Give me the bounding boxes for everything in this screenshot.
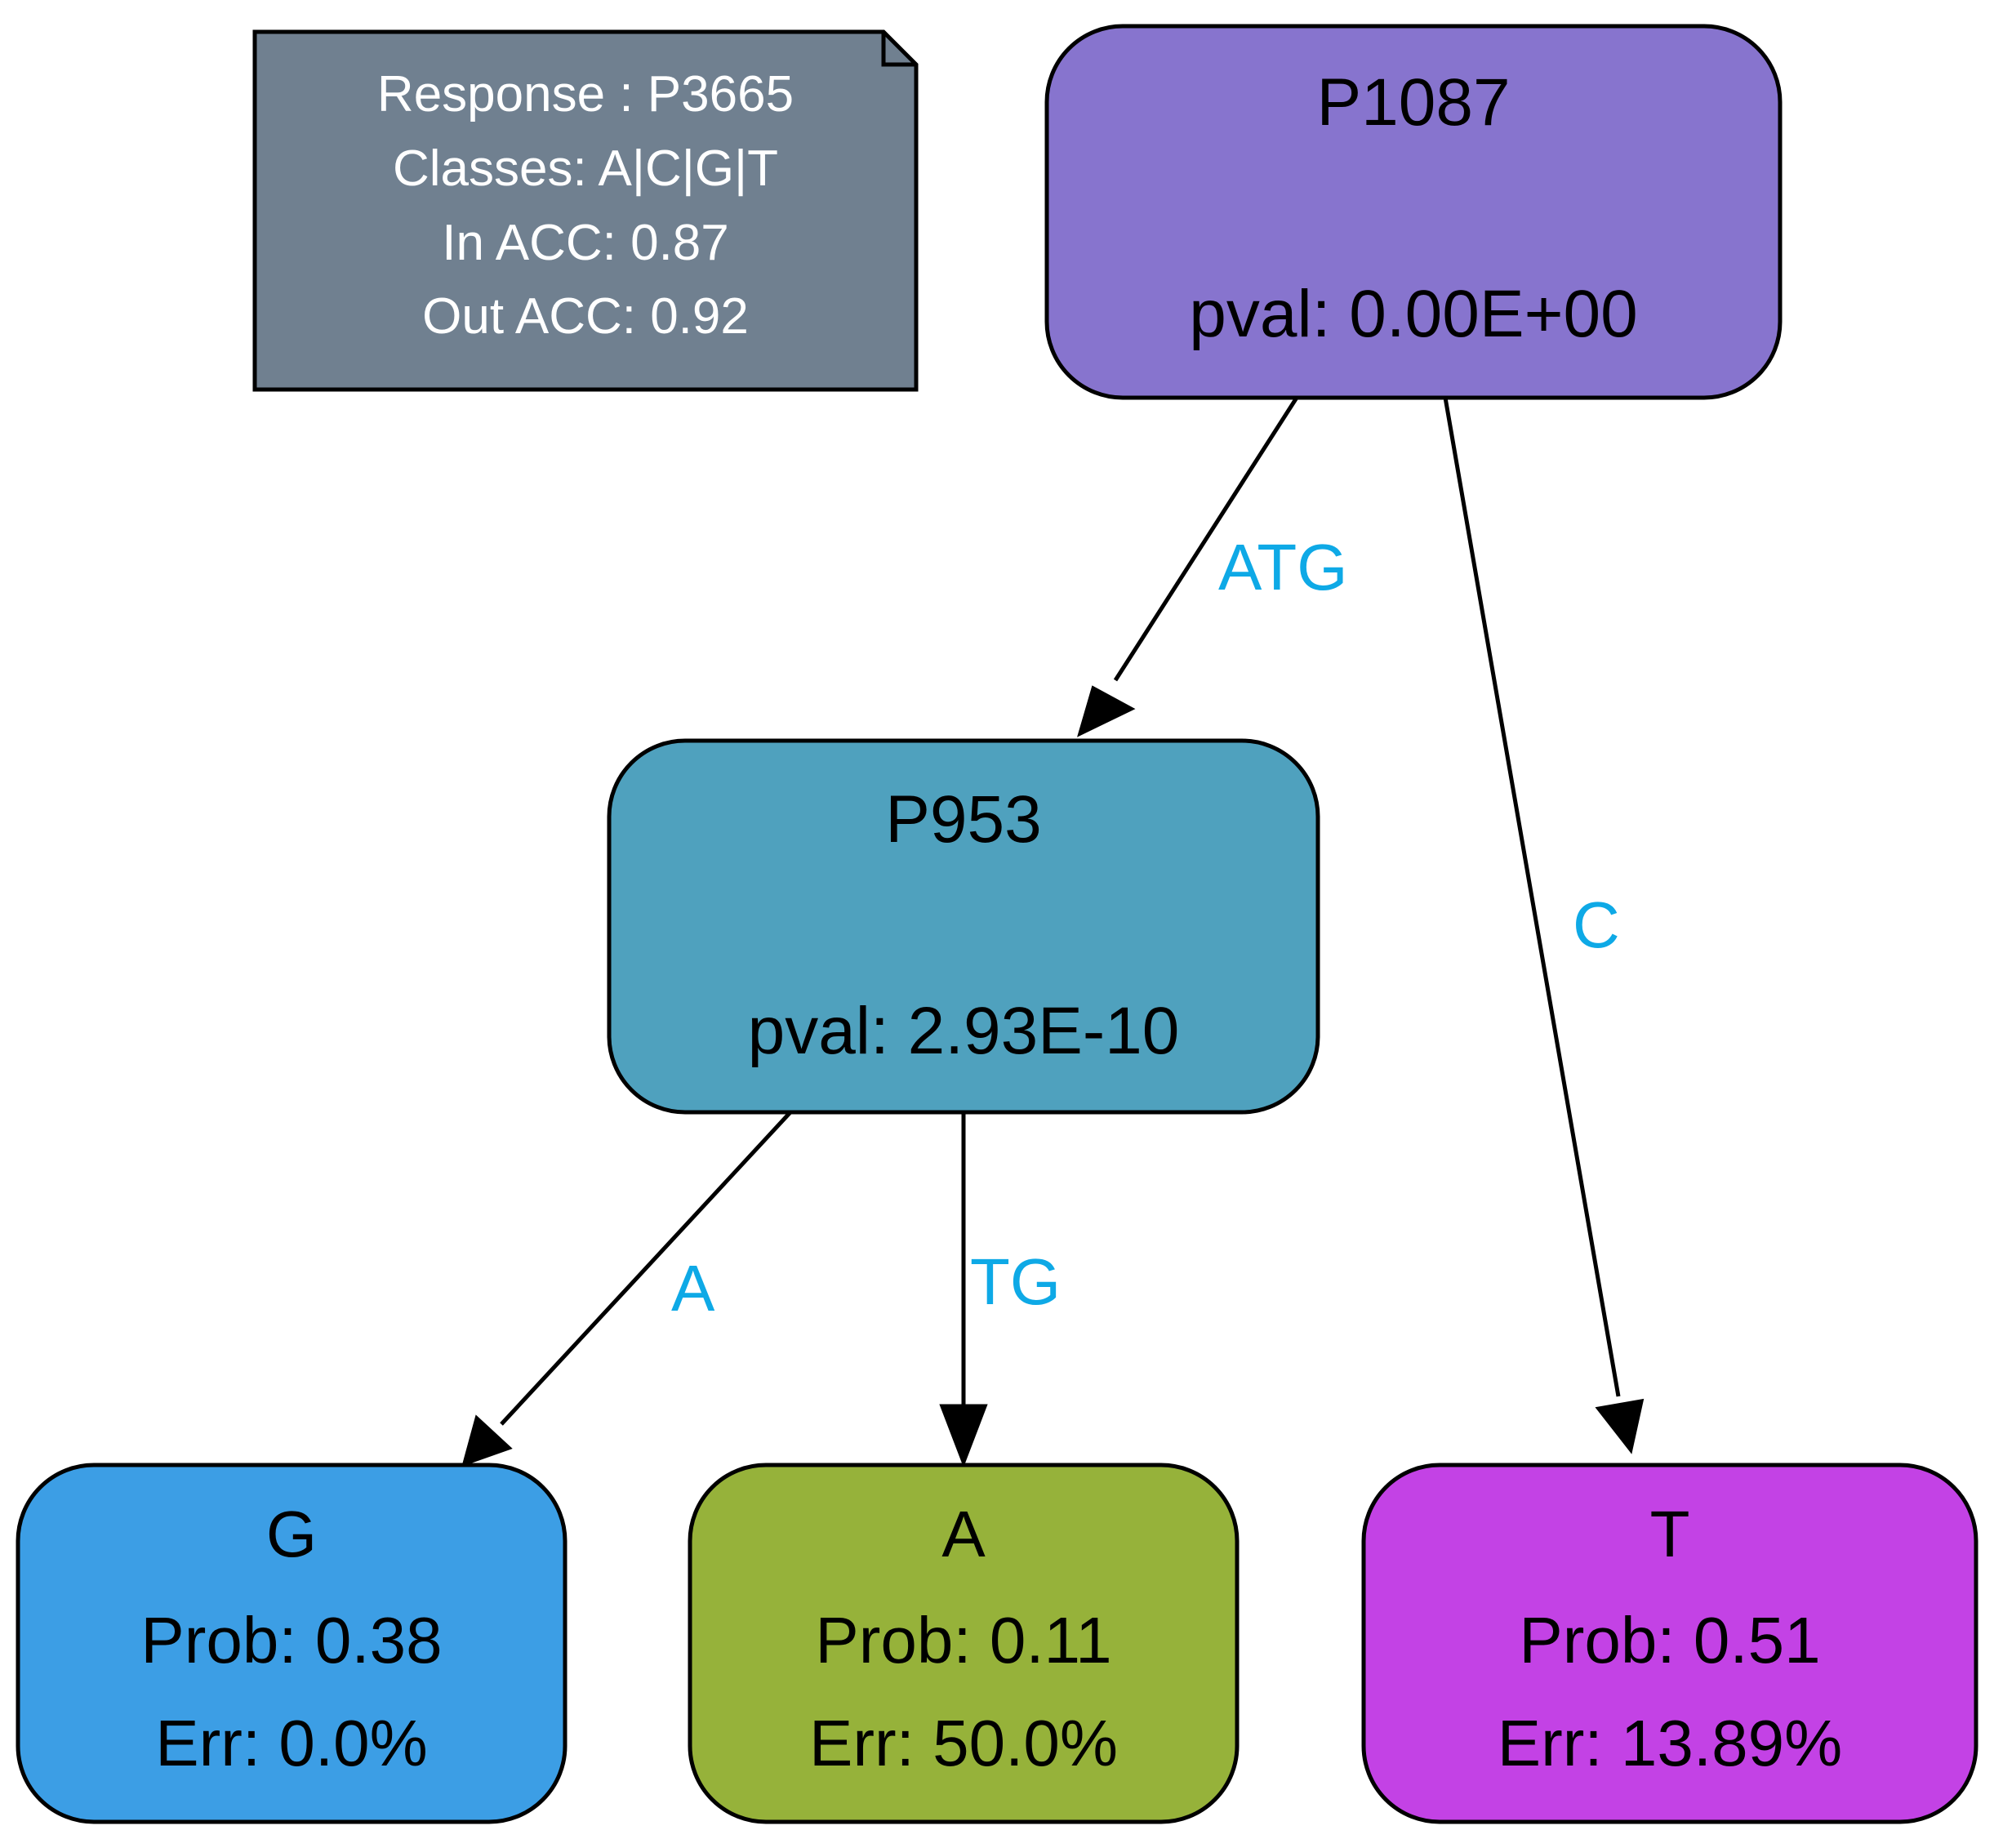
leaf-box <box>688 1463 1240 1824</box>
info-classes: Classes: A|C|G|T <box>393 140 778 197</box>
node-p1087: P1087 pval: 0.00E+00 <box>1044 24 1783 400</box>
edge-label: C <box>1573 888 1620 961</box>
edge-p1087-t: C <box>1443 397 1645 1454</box>
leaf-err: Err: 13.89% <box>1498 1707 1842 1779</box>
node-pval: pval: 0.00E+00 <box>1189 277 1637 351</box>
edge-p953-a: TG <box>939 1112 1061 1468</box>
leaf-box <box>1361 1463 1978 1824</box>
edge-label: ATG <box>1218 531 1348 603</box>
info-note-box <box>252 29 919 392</box>
info-response: Response : P3665 <box>377 66 794 122</box>
edge-p953-g: A <box>461 1111 792 1467</box>
leaf-title: A <box>941 1498 986 1570</box>
edge-line <box>500 1111 792 1426</box>
edge-label: TG <box>970 1245 1061 1318</box>
leaf-err: Err: 50.0% <box>809 1707 1118 1779</box>
info-note-fold <box>881 32 916 67</box>
info-note: Response : P3665 Classes: A|C|G|T In ACC… <box>252 29 919 392</box>
leaf-prob: Prob: 0.11 <box>815 1604 1111 1677</box>
info-out-acc: Out ACC: 0.92 <box>422 288 749 345</box>
leaf-err: Err: 0.0% <box>155 1707 427 1779</box>
arrow-head <box>461 1414 513 1467</box>
leaf-title: T <box>1650 1498 1690 1570</box>
node-title: P953 <box>885 782 1042 857</box>
edge-label: A <box>671 1252 715 1325</box>
node-box <box>1044 24 1783 400</box>
arrow-head <box>1077 685 1136 737</box>
node-title: P1087 <box>1316 65 1510 140</box>
edge-line <box>1113 396 1299 682</box>
arrow-head <box>939 1404 988 1468</box>
leaf-title: G <box>266 1498 317 1570</box>
leaf-prob: Prob: 0.38 <box>140 1604 442 1677</box>
node-pval: pval: 2.93E-10 <box>748 994 1180 1068</box>
node-p953: P953 pval: 2.93E-10 <box>607 738 1320 1115</box>
node-box <box>607 738 1320 1115</box>
leaf-box <box>16 1463 567 1824</box>
leaf-t: T Prob: 0.51 Err: 13.89% <box>1361 1463 1978 1824</box>
leaf-prob: Prob: 0.51 <box>1519 1604 1820 1677</box>
leaf-a: A Prob: 0.11 Err: 50.0% <box>688 1463 1240 1824</box>
edge-p1087-p953: ATG <box>1077 396 1348 737</box>
arrow-head <box>1595 1398 1645 1454</box>
edge-line <box>1443 397 1621 1397</box>
leaf-g: G Prob: 0.38 Err: 0.0% <box>16 1463 567 1824</box>
info-in-acc: In ACC: 0.87 <box>442 215 729 271</box>
